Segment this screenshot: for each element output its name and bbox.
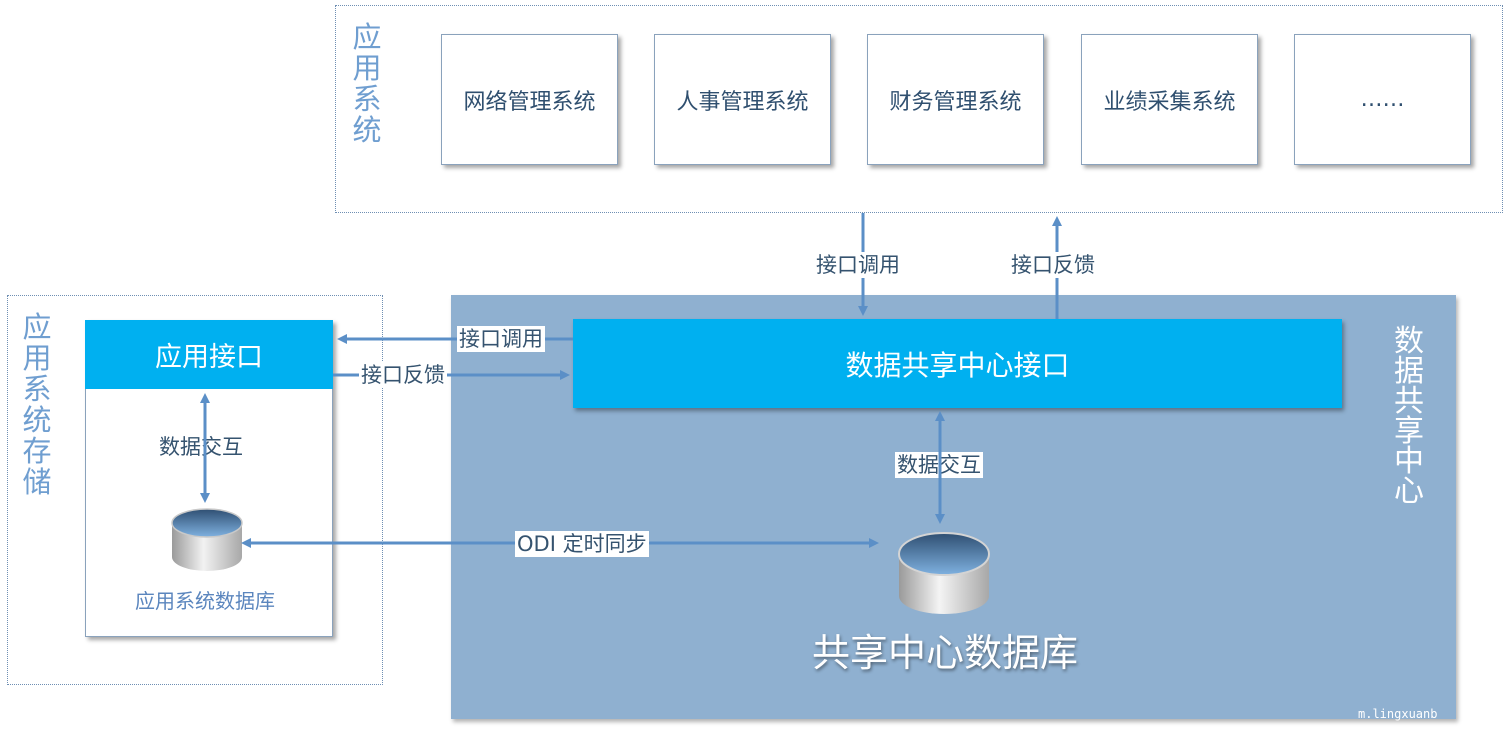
app-box-hr: 人事管理系统 xyxy=(654,34,831,165)
top-call-label: 接口调用 xyxy=(814,252,902,278)
watermark: m.lingxuanb xyxy=(1358,707,1438,721)
center-interface-bar: 数据共享中心接口 xyxy=(573,319,1342,408)
app-box-performance: 业绩采集系统 xyxy=(1081,34,1258,165)
center-exchange-label: 数据交互 xyxy=(895,452,983,478)
app-db-label: 应用系统数据库 xyxy=(135,589,275,613)
sync-label: ODI 定时同步 xyxy=(515,531,649,557)
left-call-label: 接口调用 xyxy=(457,326,545,352)
top-feedback-label: 接口反馈 xyxy=(1009,252,1097,278)
data-center-label: 数据共享中心 xyxy=(1394,324,1424,509)
app-interface-bar: 应用接口 xyxy=(85,320,333,389)
app-box-finance: 财务管理系统 xyxy=(867,34,1044,165)
app-box-more: …… xyxy=(1294,34,1471,165)
left-feedback-label: 接口反馈 xyxy=(359,362,447,388)
center-db-label: 共享中心数据库 xyxy=(811,631,1078,675)
center-db-icon xyxy=(898,532,990,614)
app-system-area xyxy=(335,5,1503,213)
app-box-network: 网络管理系统 xyxy=(441,34,618,165)
app-system-label: 应用系统 xyxy=(352,20,382,147)
app-storage-area xyxy=(7,295,383,685)
app-exchange-label: 数据交互 xyxy=(157,434,245,460)
app-storage-label: 应用系统存储 xyxy=(22,310,52,499)
app-db-icon xyxy=(171,508,243,571)
